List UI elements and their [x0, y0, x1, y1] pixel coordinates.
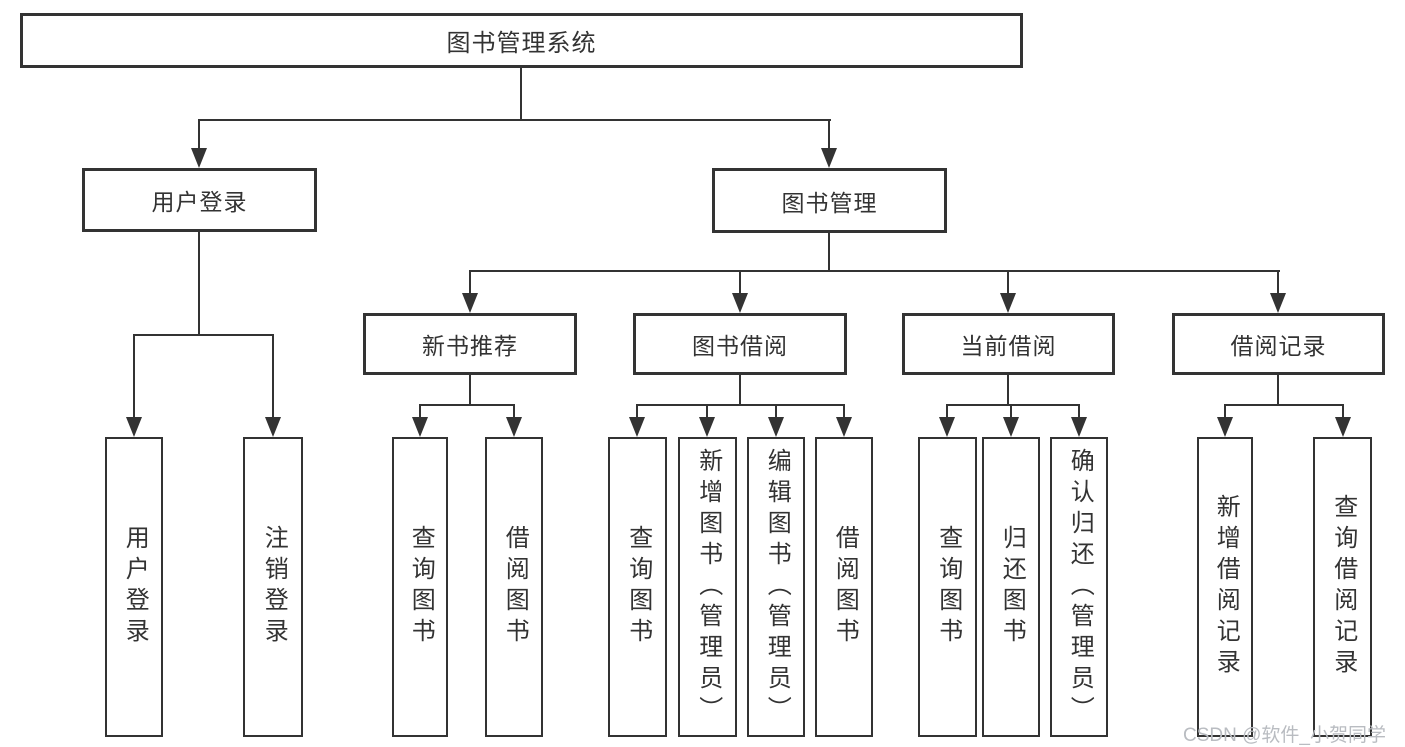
node-new-book-recommend: 新书推荐 — [363, 313, 577, 375]
node-label: 借阅记录 — [1230, 333, 1327, 359]
connector-line — [739, 270, 741, 293]
node-borrow-records: 借阅记录 — [1172, 313, 1385, 375]
leaf-confirm-return-admin: 确认归还（管理员） — [1050, 437, 1108, 737]
connector-line — [1277, 270, 1279, 293]
node-label: 编辑图书（管理员） — [763, 447, 791, 727]
node-book-borrow: 图书借阅 — [633, 313, 847, 375]
node-label: 图书管理系统 — [446, 30, 597, 57]
leaf-query-books-borrow: 查询图书 — [608, 437, 667, 737]
connector-line — [469, 375, 471, 406]
connector-line — [775, 404, 777, 417]
node-label: 查询图书 — [934, 525, 962, 649]
connector-line — [272, 334, 274, 417]
arrow-down-icon — [1071, 417, 1087, 437]
leaf-edit-books-admin: 编辑图书（管理员） — [747, 437, 805, 737]
arrow-down-icon — [412, 417, 428, 437]
leaf-query-books-current: 查询图书 — [918, 437, 977, 737]
arrow-down-icon — [191, 148, 207, 168]
node-book-management: 图书管理 — [712, 168, 947, 233]
connector-line — [133, 334, 274, 336]
connector-line — [469, 270, 471, 293]
arrow-down-icon — [732, 293, 748, 313]
arrow-down-icon — [462, 293, 478, 313]
arrow-down-icon — [506, 417, 522, 437]
node-label: 借阅图书 — [831, 525, 859, 649]
connector-line — [946, 404, 1080, 406]
arrow-down-icon — [939, 417, 955, 437]
leaf-borrow-books: 借阅图书 — [815, 437, 873, 737]
node-label: 当前借阅 — [960, 333, 1057, 359]
node-label: 新增借阅记录 — [1212, 494, 1240, 680]
connector-line — [513, 404, 515, 417]
node-label: 注销登录 — [260, 525, 288, 649]
node-current-borrow: 当前借阅 — [902, 313, 1115, 375]
connector-line — [828, 119, 830, 148]
connector-line — [706, 404, 708, 417]
connector-line — [1078, 404, 1080, 417]
node-library-management-system: 图书管理系统 — [20, 13, 1023, 68]
arrow-down-icon — [1335, 417, 1351, 437]
node-label: 图书管理 — [781, 189, 878, 216]
arrow-down-icon — [699, 417, 715, 437]
node-label: 新增图书（管理员） — [694, 447, 722, 727]
arrow-down-icon — [1217, 417, 1233, 437]
connector-line — [636, 404, 845, 406]
arrow-down-icon — [1003, 417, 1019, 437]
node-label: 借阅图书 — [501, 525, 529, 649]
node-label: 新书推荐 — [422, 333, 518, 359]
connector-line — [843, 404, 845, 417]
connector-line — [198, 232, 200, 336]
connector-line — [133, 334, 135, 417]
connector-line — [1342, 404, 1344, 417]
connector-line — [419, 404, 421, 417]
leaf-query-borrow-record: 查询借阅记录 — [1313, 437, 1372, 737]
node-label: 查询借阅记录 — [1329, 494, 1357, 680]
arrow-down-icon — [265, 417, 281, 437]
leaf-add-borrow-record: 新增借阅记录 — [1197, 437, 1253, 737]
arrow-down-icon — [836, 417, 852, 437]
arrow-down-icon — [126, 417, 142, 437]
leaf-add-books-admin: 新增图书（管理员） — [678, 437, 737, 737]
connector-line — [1010, 404, 1012, 417]
leaf-return-books: 归还图书 — [982, 437, 1040, 737]
connector-line — [946, 404, 948, 417]
connector-line — [469, 270, 1280, 272]
node-label: 确认归还（管理员） — [1066, 447, 1094, 727]
connector-line — [1007, 375, 1009, 406]
leaf-borrow-books-recommend: 借阅图书 — [485, 437, 543, 737]
arrow-down-icon — [768, 417, 784, 437]
connector-line — [1224, 404, 1226, 417]
node-label: 图书借阅 — [692, 333, 788, 359]
connector-line — [520, 68, 522, 121]
csdn-watermark: CSDN @软件_小贺同学 — [1183, 725, 1386, 746]
connector-line — [198, 119, 831, 121]
connector-line — [1224, 404, 1344, 406]
node-label: 查询图书 — [407, 525, 435, 649]
node-user-login: 用户登录 — [82, 168, 317, 232]
node-label: 用户登录 — [151, 189, 248, 215]
arrow-down-icon — [629, 417, 645, 437]
node-label: 用户登录 — [121, 525, 149, 649]
node-label: 查询图书 — [624, 525, 652, 649]
connector-line — [828, 233, 830, 272]
connector-line — [198, 119, 200, 148]
leaf-logout: 注销登录 — [243, 437, 303, 737]
connector-line — [739, 375, 741, 406]
node-label: 归还图书 — [998, 525, 1026, 649]
connector-line — [636, 404, 638, 417]
connector-line — [1277, 375, 1279, 406]
connector-line — [419, 404, 515, 406]
arrow-down-icon — [1270, 293, 1286, 313]
connector-line — [1007, 270, 1009, 293]
leaf-query-books-recommend: 查询图书 — [392, 437, 448, 737]
arrow-down-icon — [1000, 293, 1016, 313]
arrow-down-icon — [821, 148, 837, 168]
leaf-user-login: 用户登录 — [105, 437, 163, 737]
